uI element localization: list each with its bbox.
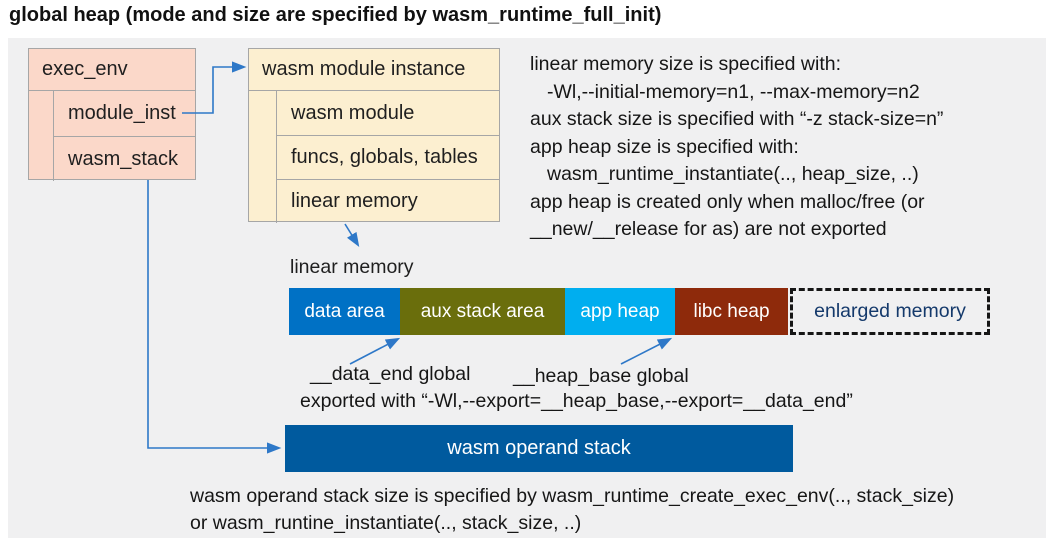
- linear-memory-label: linear memory: [290, 256, 414, 278]
- footer-line: or wasm_runtine_instantiate(.., stack_si…: [190, 512, 582, 534]
- arrow-instance-to-linear-memory: [344, 223, 360, 248]
- segment-libc-heap: libc heap: [675, 288, 788, 335]
- exec-env-row-wasm-stack: wasm_stack: [53, 136, 195, 181]
- exec-env-title: exec_env: [29, 49, 195, 91]
- note-line: -Wl,--initial-memory=n1, --max-memory=n2: [547, 80, 920, 103]
- heap-base-global-label: __heap_base global: [513, 365, 689, 387]
- note-line: linear memory size is specified with:: [530, 53, 842, 75]
- wasm-operand-stack-bar: wasm operand stack: [285, 425, 793, 472]
- segment-app-heap: app heap: [565, 288, 675, 335]
- module-instance-box: wasm module instance wasm module funcs, …: [248, 48, 500, 223]
- operand-stack-note: wasm operand stack size is specified by …: [190, 483, 954, 537]
- exported-with-label: exported with “-Wl,--export=__heap_base,…: [300, 390, 853, 412]
- memory-size-notes: linear memory size is specified with: -W…: [530, 51, 1040, 244]
- arrow-heap-base-to-boundary: [620, 337, 673, 365]
- diagram-canvas: exec_env module_inst wasm_stack wasm mod…: [8, 38, 1046, 538]
- arrow-data-end-to-boundary: [349, 337, 401, 365]
- segment-aux-stack-area: aux stack area: [400, 288, 565, 335]
- footer-line: wasm operand stack size is specified by …: [190, 485, 955, 507]
- note-line: aux stack size is specified with “-z sta…: [530, 108, 944, 130]
- linear-memory-bar: data area aux stack area app heap libc h…: [289, 288, 788, 335]
- note-line: __new/__release for as) are not exported: [530, 218, 887, 240]
- page-title: global heap (mode and size are specified…: [9, 4, 662, 26]
- note-line: app heap size is specified with:: [530, 135, 799, 158]
- module-instance-row-linear-memory: linear memory: [276, 179, 499, 223]
- segment-data-area: data area: [289, 288, 400, 335]
- module-instance-row-funcs-globals-tables: funcs, globals, tables: [276, 135, 499, 179]
- segment-enlarged-memory: enlarged memory: [790, 288, 990, 335]
- note-line: wasm_runtime_instantiate(.., heap_size, …: [547, 163, 919, 185]
- exec-env-row-module-inst: module_inst: [53, 91, 195, 136]
- exec-env-box: exec_env module_inst wasm_stack: [28, 48, 196, 181]
- module-instance-title: wasm module instance: [249, 49, 499, 91]
- data-end-global-label: __data_end global: [310, 363, 471, 385]
- note-line: app heap is created only when malloc/fre…: [530, 190, 925, 213]
- module-instance-row-wasm-module: wasm module: [276, 91, 499, 135]
